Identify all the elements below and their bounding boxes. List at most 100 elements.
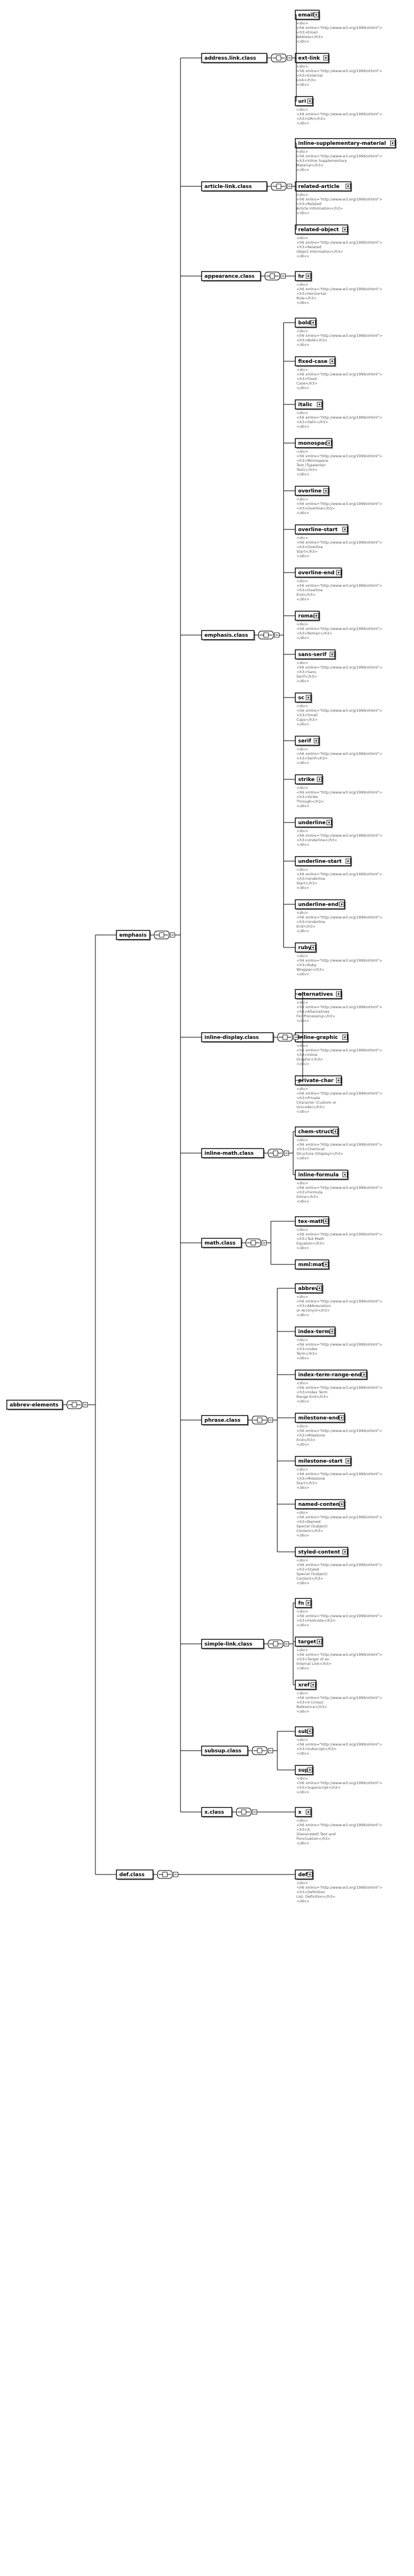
element-inline-graphic[interactable]: inline-graphic: [295, 1032, 349, 1043]
element-target[interactable]: target: [295, 1636, 324, 1647]
element-fn[interactable]: fn: [295, 1598, 312, 1609]
group-math-class-label: math.class: [204, 1241, 236, 1246]
element-sup-label: sup: [298, 1768, 309, 1773]
element-abbrev[interactable]: abbrev: [295, 1283, 324, 1294]
group-phrase-class[interactable]: phrase.class: [201, 1415, 249, 1426]
element-def[interactable]: def: [295, 1869, 314, 1880]
element-sc[interactable]: sc: [295, 692, 312, 703]
group-address-link-class[interactable]: address.link.class: [201, 53, 268, 64]
element-uri[interactable]: uri: [295, 96, 314, 107]
choice-address-link-class: [271, 53, 292, 62]
element-overline-end[interactable]: overline-end: [295, 567, 343, 578]
element-fixed-case[interactable]: fixed-case: [295, 356, 336, 367]
element-strike-doc-line: </div>: [296, 804, 310, 808]
element-milestone-end[interactable]: milestone-end: [295, 1413, 346, 1423]
element-related-article-doc-line: <h3>Related: [296, 202, 321, 206]
element-sc-doc-line: <div>: [296, 704, 308, 708]
element-named-content[interactable]: named-content: [295, 1499, 346, 1510]
group-article-link-class[interactable]: article-link.class: [201, 181, 268, 192]
element-serif-doc-line: <h6 xmlns="http://www.w3.org/1999/xhtml"…: [296, 751, 382, 756]
group-math-class[interactable]: math.class: [201, 1238, 242, 1249]
element-italic[interactable]: italic: [295, 399, 324, 410]
element-styled-content-doc-line: <h6 xmlns="http://www.w3.org/1999/xhtml"…: [296, 1563, 382, 1567]
element-sub[interactable]: sub: [295, 1726, 314, 1737]
element-chem-struct-doc-line: <h6 xmlns="http://www.w3.org/1999/xhtml"…: [296, 1142, 382, 1147]
element-xref[interactable]: xref: [295, 1680, 317, 1690]
element-def-doc-line: <h6 xmlns="http://www.w3.org/1999/xhtml"…: [296, 1885, 382, 1890]
element-inline-supplementary-material[interactable]: inline-supplementary-material: [295, 138, 397, 149]
element-sup[interactable]: sup: [295, 1765, 314, 1776]
element-email-doc-line: Address</h3>: [296, 35, 323, 39]
element-related-object-label: related-object: [298, 227, 339, 233]
element-ruby-doc-line: </div>: [296, 972, 310, 976]
element-overline-doc-line: </div>: [296, 511, 310, 515]
element-bold-doc-line: <h6 xmlns="http://www.w3.org/1999/xhtml"…: [296, 333, 382, 338]
group-emphasis-label: emphasis: [119, 933, 147, 938]
element-styled-content[interactable]: styled-content: [295, 1547, 349, 1558]
group-simple-link-class[interactable]: simple-link.class: [201, 1639, 265, 1650]
group-inline-display-class[interactable]: inline-display.class: [201, 1032, 274, 1043]
group-appearance-class[interactable]: appearance.class: [201, 271, 262, 282]
element-chem-struct[interactable]: chem-struct: [295, 1126, 340, 1137]
element-overline-end-doc-line: End</h3>: [296, 592, 316, 597]
element-overline-doc-line: <h3>Overline</h3>: [296, 506, 335, 511]
group-x-class[interactable]: x.class: [201, 1807, 233, 1818]
element-email[interactable]: email: [295, 10, 320, 20]
element-underline-end-doc-line: <h3>Underline: [296, 920, 325, 924]
element-related-article-doc-line: <div>: [296, 193, 308, 197]
element-milestone-start[interactable]: milestone-start: [295, 1456, 352, 1467]
element-inline-supplementary-material-doc-line: <h6 xmlns="http://www.w3.org/1999/xhtml"…: [296, 154, 382, 158]
group-def-class[interactable]: def.class: [116, 1869, 154, 1880]
element-monospace[interactable]: monospace: [295, 438, 333, 449]
element-underline-end[interactable]: underline-end: [295, 899, 346, 910]
element-related-object[interactable]: related-object: [295, 224, 349, 235]
element-named-content-doc-line: <div>: [296, 1510, 308, 1515]
element-monospace-doc-line: Text (Typewriter: [296, 463, 326, 467]
element-sup-doc-line: <h6 xmlns="http://www.w3.org/1999/xhtml"…: [296, 1781, 382, 1785]
element-target-doc-line: <h3>Target of an: [296, 1657, 329, 1661]
element-milestone-start-doc-line: Start</h3>: [296, 1481, 317, 1485]
element-private-char[interactable]: private-char: [295, 1075, 343, 1086]
element-roman[interactable]: roman: [295, 611, 320, 621]
element-underline-doc-line: </div>: [296, 842, 310, 847]
element-mml-math[interactable]: mml:math: [295, 1259, 330, 1270]
element-inline-graphic-label: inline-graphic: [298, 1035, 338, 1041]
group-subsup-class[interactable]: subsup.class: [201, 1746, 249, 1756]
element-ext-link[interactable]: ext-link: [295, 53, 330, 64]
group-emphasis-class[interactable]: emphasis.class: [201, 630, 256, 641]
element-overline-start-doc-line: </div>: [296, 554, 310, 558]
element-sans-serif[interactable]: sans-serif: [295, 649, 336, 660]
element-ruby[interactable]: ruby: [295, 942, 317, 953]
element-named-content-doc-line: <h6 xmlns="http://www.w3.org/1999/xhtml"…: [296, 1515, 382, 1519]
element-named-content-doc-line: Special (Subject): [296, 1524, 328, 1529]
element-strike[interactable]: strike: [295, 774, 324, 785]
root-element[interactable]: abbrev-elements: [6, 1400, 64, 1410]
element-underline-start[interactable]: underline-start: [295, 856, 352, 867]
element-email-doc-line: </div>: [296, 39, 310, 44]
element-abbrev-doc-line: or Acronym</h3>: [296, 1308, 330, 1313]
element-milestone-end-doc-line: <h6 xmlns="http://www.w3.org/1999/xhtml"…: [296, 1429, 382, 1433]
element-index-term-range-end-doc-line: <h6 xmlns="http://www.w3.org/1999/xhtml"…: [296, 1385, 382, 1390]
group-emphasis[interactable]: emphasis: [116, 930, 151, 941]
element-index-term-range-end[interactable]: index-term-range-end: [295, 1370, 368, 1380]
element-underline[interactable]: underline: [295, 817, 333, 828]
element-inline-formula-label: inline-formula: [298, 1172, 338, 1178]
element-roman-doc-line: <h3>Roman</h3>: [296, 631, 332, 636]
element-hr[interactable]: hr: [295, 271, 312, 282]
element-related-article[interactable]: related-article: [295, 181, 352, 192]
root-element-label: abbrev-elements: [10, 1402, 58, 1408]
element-serif[interactable]: serif: [295, 736, 320, 746]
element-italic-doc-line: <h6 xmlns="http://www.w3.org/1999/xhtml"…: [296, 415, 382, 420]
group-inline-math-class[interactable]: inline-math.class: [201, 1148, 265, 1159]
element-chem-struct-doc-line: Structure (Display)</h3>: [296, 1151, 344, 1156]
element-overline-start[interactable]: overline-start: [295, 524, 349, 535]
element-index-term[interactable]: index-term: [295, 1326, 336, 1337]
element-bold[interactable]: bold: [295, 318, 317, 328]
element-hr-doc-line: <h6 xmlns="http://www.w3.org/1999/xhtml"…: [296, 287, 382, 291]
element-tex-math[interactable]: tex-math: [295, 1216, 330, 1227]
element-inline-formula[interactable]: inline-formula: [295, 1170, 349, 1180]
element-overline[interactable]: overline: [295, 486, 330, 496]
element-x[interactable]: x: [295, 1807, 312, 1818]
element-sc-doc-line: </div>: [296, 722, 310, 727]
element-alternatives[interactable]: alternatives: [295, 989, 343, 1000]
